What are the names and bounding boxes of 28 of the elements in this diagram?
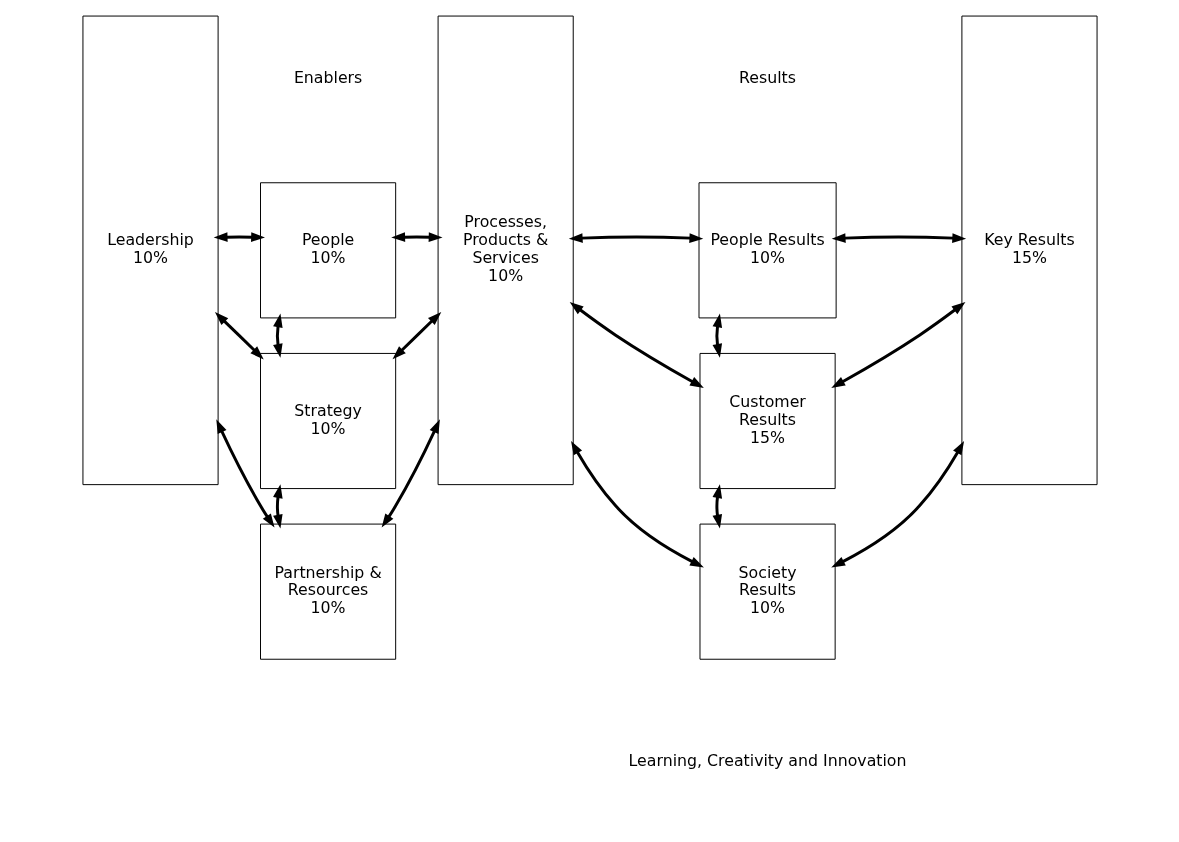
arrow (569, 301, 704, 389)
node-box: People 10% (259, 182, 396, 319)
label: Results (738, 68, 796, 88)
arrow (712, 313, 722, 358)
arrow (272, 313, 283, 358)
node-box: Key Results 15% (960, 15, 1098, 486)
node-box: Partnership & Resources 10% (259, 523, 396, 660)
node-box: Leadership 10% (81, 15, 219, 486)
node-box: Society Results 10% (699, 523, 836, 660)
node-box: Processes, Products & Services 10% (437, 15, 574, 486)
label: Learning, Creativity and Innovation (628, 751, 907, 771)
label: Enablers (293, 68, 362, 88)
node-box: Strategy 10% (259, 352, 396, 490)
node-box: Customer Results 15% (699, 352, 836, 490)
node-box: People Results 10% (698, 182, 837, 319)
arrow (215, 419, 275, 528)
arrow (381, 419, 440, 528)
arrow (712, 484, 722, 529)
arrow (213, 232, 265, 242)
arrow (568, 233, 703, 243)
arrow (392, 311, 441, 360)
arrow (830, 440, 964, 568)
arrow (570, 440, 704, 568)
arrow (830, 301, 965, 389)
arrow (390, 232, 443, 242)
arrow (272, 484, 283, 529)
arrow (831, 233, 966, 243)
arrow (214, 312, 264, 360)
